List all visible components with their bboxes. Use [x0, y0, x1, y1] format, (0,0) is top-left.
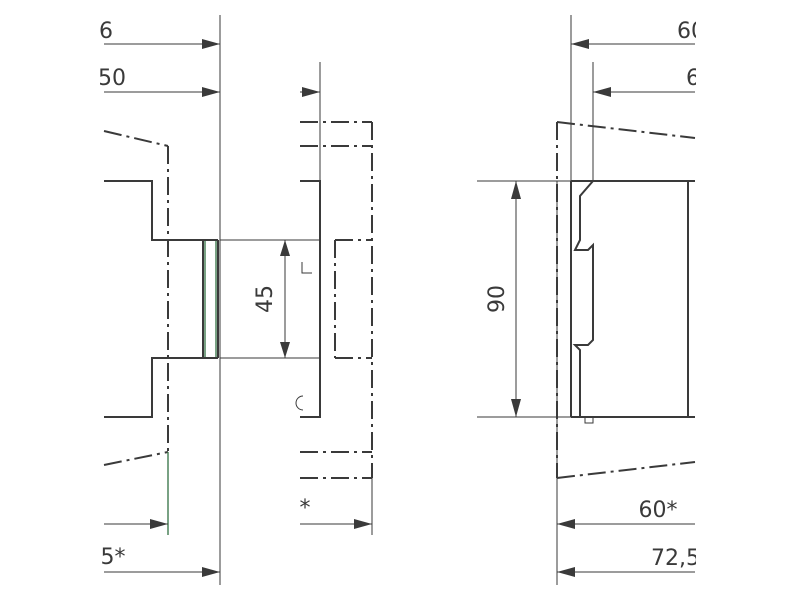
arrow [593, 87, 611, 97]
dim-star-label: * [300, 496, 311, 521]
arrow [302, 87, 320, 97]
cover-outline [103, 451, 169, 466]
dim-45-label: 45 [253, 285, 278, 313]
arrow [511, 181, 521, 199]
arrow [202, 39, 220, 49]
side-cover-slant [556, 121, 696, 139]
dim-60star-label: 60* [639, 498, 678, 523]
dim-5star-label: 5* [101, 545, 126, 570]
left-crop-mask [0, 0, 100, 600]
side-cover-slant [556, 461, 696, 479]
arrow [150, 519, 168, 529]
arrow [557, 519, 575, 529]
right-crop-mask [696, 0, 800, 600]
front-body-outline [104, 180, 204, 418]
arrow [354, 519, 372, 529]
square-symbol [301, 262, 312, 274]
cover-outline [103, 130, 169, 147]
dim-6-label: 6 [99, 19, 113, 44]
arrow [557, 567, 575, 577]
arrow [202, 567, 220, 577]
front-right-outline [300, 180, 321, 418]
arc-symbol [295, 395, 304, 411]
side-view: 90 60 6 60* 72,5 [477, 15, 705, 585]
dim-72-label: 72,5 [651, 546, 700, 571]
dim-90-label: 90 [485, 285, 510, 313]
arrow [511, 399, 521, 417]
dim-50-label: 50 [98, 66, 126, 91]
arrow [202, 87, 220, 97]
arrow [571, 39, 589, 49]
side-foot [584, 416, 594, 424]
arrow [280, 342, 290, 358]
side-body-outline [572, 180, 695, 418]
front-view: 45 6 50 * 5* [98, 15, 373, 585]
arrow [280, 240, 290, 256]
